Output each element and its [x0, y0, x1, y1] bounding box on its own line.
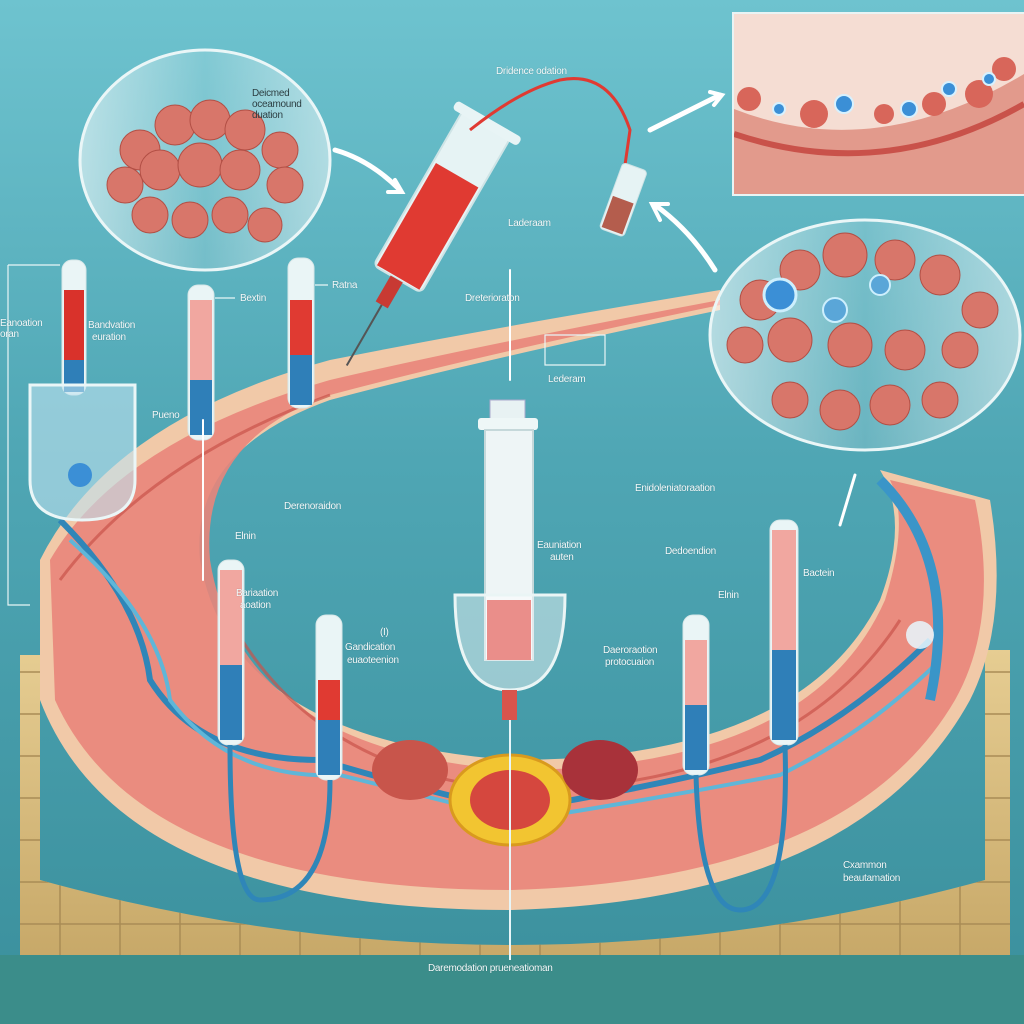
leader-lines — [7, 264, 606, 606]
label-decroration-2: protocuaion — [605, 657, 654, 668]
inset-artwork — [734, 14, 1024, 194]
label-dish-note-3: duation — [252, 110, 283, 121]
label-dish-note-1: Deicmed — [252, 88, 290, 99]
label-enidolen: Enidoleniatoraation — [635, 483, 715, 494]
label-barianation-2: aoation — [240, 600, 271, 611]
label-bottom: Daremodation prueneatioman — [428, 963, 553, 974]
label-ratna: Ratna — [332, 280, 358, 291]
label-barianation-1: Bariaation — [236, 588, 279, 599]
petri-dish-right — [708, 218, 1022, 452]
label-pueno: Pueno — [152, 410, 180, 421]
label-cxammon-1: Cxammon — [843, 860, 887, 871]
label-gandication-1: Gandication — [345, 642, 396, 653]
label-lederam-upper: Laderaam — [508, 218, 551, 229]
label-bactein: Bactein — [803, 568, 835, 579]
tile-base — [0, 650, 1024, 1024]
syringe-top — [345, 101, 521, 367]
label-tube-group-2: euration — [92, 332, 126, 343]
label-bextin: Bextin — [240, 293, 266, 304]
small-vial — [599, 162, 647, 237]
label-dedoendion: Dedoendion — [665, 546, 716, 557]
label-deterioration: Dreterioraton — [465, 293, 520, 304]
label-elnin-right: Elnin — [718, 590, 739, 601]
arrows — [202, 90, 857, 581]
label-lederam-lower: Lederam — [548, 374, 586, 385]
label-syringe-2: auten — [550, 552, 574, 563]
label-dish-note-2: oceamound — [252, 99, 302, 110]
label-gandication-2: euaoteenion — [347, 655, 399, 666]
label-gandication-0: (I) — [380, 627, 389, 638]
label-left-side-1: Eanoation — [0, 318, 43, 329]
label-left-side-2: oran — [0, 329, 19, 340]
inset-magnified-tissue — [732, 12, 1024, 196]
label-top-center: Dridence odation — [496, 66, 567, 77]
syringe-center — [453, 399, 567, 960]
petri-dish-top — [78, 48, 332, 272]
label-derenoraidon: Derenoraidon — [284, 501, 341, 512]
test-tubes — [28, 257, 799, 913]
label-elnin-left: Elnin — [235, 531, 256, 542]
label-tube-group-1: Bandvation — [88, 320, 136, 331]
label-decroration-1: Daeroraotion — [603, 645, 658, 656]
label-cxammon-2: beautamation — [843, 873, 901, 884]
label-syringe-1: Eauniation — [537, 540, 582, 551]
